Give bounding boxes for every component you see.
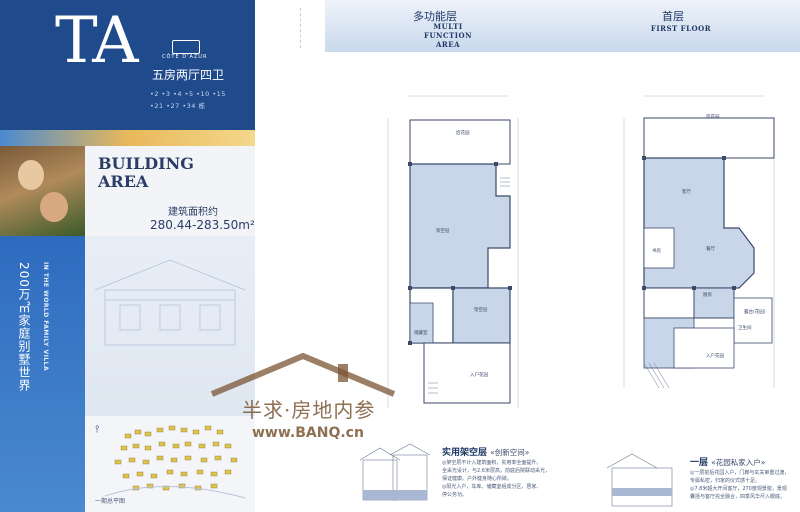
- site-map-block: [85, 416, 255, 512]
- first-floor-desc-title: 一层 «花园私家入户»: [690, 458, 766, 468]
- parent-face: [40, 192, 68, 222]
- compass-icon: ⫯: [95, 424, 100, 435]
- villa-sketch: [94, 259, 246, 346]
- slogan-vertical-en: IN THE WORLD FAMILY VILLA: [42, 262, 49, 372]
- watermark-url: www.BANQ.cn: [252, 425, 364, 441]
- building-area-title-1: BUILDING: [98, 154, 194, 173]
- room-label: 架空层: [474, 308, 488, 313]
- first-floor-title-cn: 首层: [662, 10, 684, 23]
- area-value: 280.44-283.50m²: [150, 218, 255, 232]
- room-label: 架空层: [436, 229, 450, 234]
- room-label: 后花园: [706, 115, 720, 120]
- multi-function-desc-line: 停公务功。: [442, 492, 468, 498]
- multi-function-desc-line: 保证健康。户外健身随心所欲。: [442, 476, 513, 482]
- model-name: TA: [55, 4, 138, 78]
- model-header: [0, 0, 255, 130]
- gutter-divider: [300, 8, 306, 48]
- room-label: 厨房: [703, 293, 712, 298]
- slogan-block: [0, 236, 85, 512]
- multi-function-desc-line: ◎架空层不计入建筑面积，实用率全面提升。: [442, 460, 542, 466]
- gradient-strip: [0, 130, 255, 146]
- left-panel: TA CÔTE D'AZUR 五房两厅四卫 •2 •3 •4 •5 •10 •1…: [0, 0, 255, 512]
- room-label: 书房: [652, 249, 661, 254]
- first-floor-desc-line: ◎7.8米超大开间客厅，270度观景窗，景观: [690, 486, 787, 492]
- room-label: 餐厅: [706, 247, 715, 252]
- multi-function-elevation: [359, 443, 431, 501]
- unit-numbers-line2: •21 •27 •34 栋: [150, 102, 206, 110]
- first-floor-plan: [623, 95, 775, 389]
- building-area-title-2: AREA: [98, 172, 149, 191]
- multi-function-desc-line: ◎阳光入户，车库、储藏室组成分区，居家、: [442, 484, 542, 490]
- room-label: 入户花园: [706, 354, 724, 359]
- family-photo: [0, 146, 85, 236]
- child-face: [18, 160, 44, 190]
- room-label: 卫生间: [738, 326, 752, 331]
- first-floor-desc-line: ◎一层前后花园入户，门廊与玄关审重过渡，: [690, 470, 790, 476]
- page-gutter: [255, 0, 325, 512]
- room-label: 储藏室: [414, 331, 428, 336]
- site-plan-map: [104, 425, 246, 499]
- slogan-vertical-cn: 200万㎡家庭别墅世界: [17, 262, 31, 392]
- first-floor-title-en: FIRST FLOOR: [650, 24, 712, 33]
- first-floor-elevation: [606, 453, 673, 507]
- site-map-title: 一期总平图: [95, 498, 126, 505]
- room-label: 露台(花园): [744, 310, 766, 315]
- area-label: 建筑面积约: [168, 207, 218, 218]
- brand-name: CÔTE D'AZUR: [162, 54, 208, 60]
- room-label: 入户花园: [470, 373, 488, 378]
- room-layout: 五房两厅四卫: [152, 68, 225, 82]
- first-floor-desc-line: 囊括与客厅完全融合，四季风华尽入眼底。: [690, 494, 786, 500]
- brand-logo-icon: [172, 40, 200, 54]
- multi-function-title-en: MULTI FUNCTION AREA: [423, 22, 473, 49]
- watermark-text: 半求·房地内参: [242, 398, 376, 422]
- multi-function-title-cn: 多功能层: [413, 10, 457, 23]
- multi-function-desc-title: 实用架空层 «创新空间»: [442, 448, 530, 458]
- multi-function-floor-plan: [387, 95, 519, 408]
- room-label: 后花园: [456, 131, 470, 136]
- room-label: 客厅: [682, 190, 691, 195]
- unit-numbers-line1: •2 •3 •4 •5 •10 •15: [150, 90, 226, 98]
- multi-function-desc-line: 全采光设计，与2.6米层高，前庭后院联动采光，: [442, 468, 550, 474]
- watermark-roof-icon: [210, 352, 396, 397]
- first-floor-desc-line: 专属私密，归家的仪式感十足。: [690, 478, 761, 484]
- plans-header: 多功能层 MULTI FUNCTION AREA 首层 FIRST FLOOR: [325, 0, 800, 52]
